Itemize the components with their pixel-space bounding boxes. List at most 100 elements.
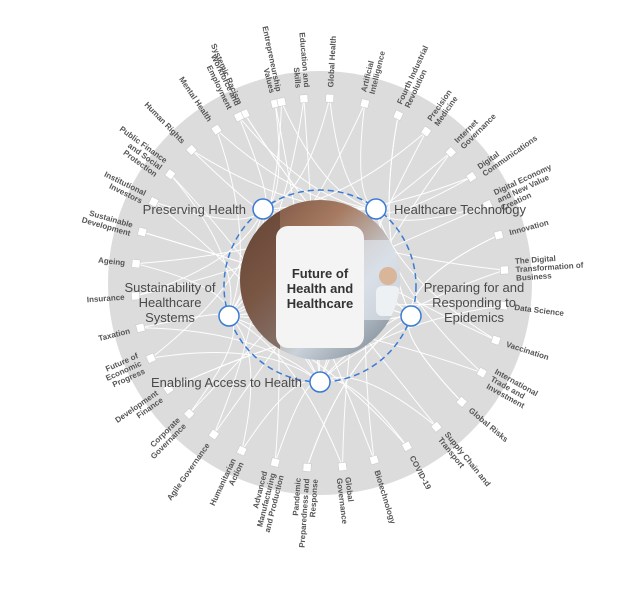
ring-topic-node[interactable] <box>392 109 404 122</box>
center-card <box>276 226 364 348</box>
center-title-line: Future of <box>292 266 349 281</box>
ring-topic-node[interactable] <box>145 352 157 364</box>
connection-link <box>140 327 321 383</box>
ring-topic-label-line: Global <box>343 476 355 502</box>
ring-topic-label-line: Response <box>308 478 320 517</box>
ring-topic-node[interactable] <box>481 199 494 211</box>
ring-topic-nodes <box>130 93 510 473</box>
ring-topic-label-line: The Digital <box>515 254 556 266</box>
ring-topic-node[interactable] <box>420 125 433 138</box>
key-issue-label-line: Preserving Health <box>143 202 246 217</box>
ring-topic-label-line: Pandemic <box>291 477 303 516</box>
ring-topic-label[interactable]: Insurance <box>87 293 126 305</box>
ring-topic-node[interactable] <box>185 143 198 156</box>
key-issue-node[interactable] <box>400 305 422 327</box>
ring-topic-node[interactable] <box>135 322 146 334</box>
key-issue-label-line: Systems <box>145 310 195 325</box>
ring-topic-node[interactable] <box>465 170 478 183</box>
ring-topic-node[interactable] <box>233 110 245 123</box>
ring-topic-node[interactable] <box>475 366 488 379</box>
connection-link <box>262 131 427 210</box>
ring-topic-label-line: Ageing <box>98 256 126 268</box>
connection-link <box>319 305 504 383</box>
key-issue-label[interactable]: Enabling Access to Health <box>151 375 302 390</box>
ring-topic-node[interactable] <box>368 454 380 466</box>
connection-link <box>216 129 377 210</box>
connection-link <box>306 315 412 468</box>
key-issue-label-line: Healthcare <box>139 295 202 310</box>
ring-topic-node[interactable] <box>444 146 457 159</box>
ring-topic-node[interactable] <box>299 94 309 104</box>
connection-link <box>228 315 343 467</box>
ring-topic-node[interactable] <box>236 444 248 457</box>
ring-topic-node[interactable] <box>136 226 148 238</box>
ring-topic-node[interactable] <box>164 168 177 181</box>
ring-topic-label-line: Insurance <box>87 293 126 305</box>
connection-link <box>216 129 241 317</box>
ring-topic-node[interactable] <box>401 440 413 453</box>
key-issue-labels: Preserving Health Healthcare TechnologyPr… <box>124 202 526 390</box>
key-issue-label[interactable]: Preserving Health <box>143 202 246 217</box>
ring-topic-label-line: Global Health <box>326 35 338 87</box>
ring-topic-node[interactable] <box>325 93 335 103</box>
ring-topic-node[interactable] <box>337 461 348 472</box>
key-issue-nodes <box>218 198 422 393</box>
ring-topic-node[interactable] <box>359 98 371 109</box>
ring-topic-label-line: Supply Chain and <box>443 430 493 488</box>
ring-topic-label[interactable]: Agile Governance <box>165 441 212 502</box>
ring-topic-node[interactable] <box>131 258 141 269</box>
key-issue-node[interactable] <box>252 198 274 220</box>
ring-topic-node[interactable] <box>162 383 175 396</box>
ring-topic-label[interactable]: Ageing <box>98 256 126 268</box>
key-issue-label-line: Enabling Access to Health <box>151 375 302 390</box>
key-issue-label-line: Responding to <box>432 295 516 310</box>
key-issue-label[interactable]: Healthcare Technology <box>394 202 527 217</box>
connection-link <box>150 208 264 359</box>
connection-link <box>228 315 252 451</box>
ring-topic-node[interactable] <box>499 265 510 275</box>
key-issue-node[interactable] <box>365 198 387 220</box>
key-issue-node[interactable] <box>309 371 331 393</box>
key-issue-node[interactable] <box>218 305 240 327</box>
ring-topic-node[interactable] <box>490 334 502 346</box>
connection-link <box>388 115 412 317</box>
ring-topic-node[interactable] <box>207 428 220 441</box>
connection-link <box>135 208 264 297</box>
connection-link <box>238 116 377 210</box>
ring-topic-label-line: Agile Governance <box>165 441 212 502</box>
connection-link <box>281 101 377 210</box>
ring-topic-node[interactable] <box>302 462 312 473</box>
ring-topic-label-line: Business <box>516 271 553 282</box>
ring-topic-node[interactable] <box>276 96 287 108</box>
connection-link <box>169 173 232 317</box>
ring-topic-node[interactable] <box>493 229 504 241</box>
ring-topic-node[interactable] <box>183 407 196 420</box>
key-issue-label-line: Epidemics <box>444 310 504 325</box>
ring-topic-node[interactable] <box>210 123 223 136</box>
ring-topic-label-line: Skills <box>292 67 303 89</box>
ring-topic-node[interactable] <box>498 300 509 311</box>
key-issue-label-line: Sustainability of <box>124 280 215 295</box>
connection-link <box>150 352 321 383</box>
ring-topic-node[interactable] <box>455 395 468 408</box>
key-issue-label-line: Healthcare Technology <box>394 202 527 217</box>
ring-topic-node[interactable] <box>147 196 160 208</box>
center-title-line: Healthcare <box>287 296 353 311</box>
ring-topic-label[interactable]: Global Health <box>326 35 338 87</box>
key-issue-label-line: Preparing for and <box>424 280 524 295</box>
ring-topic-node[interactable] <box>269 457 281 468</box>
ring-topic-node[interactable] <box>430 420 443 433</box>
center-title-line: Health and <box>287 281 354 296</box>
ring-topic-node[interactable] <box>130 291 141 301</box>
